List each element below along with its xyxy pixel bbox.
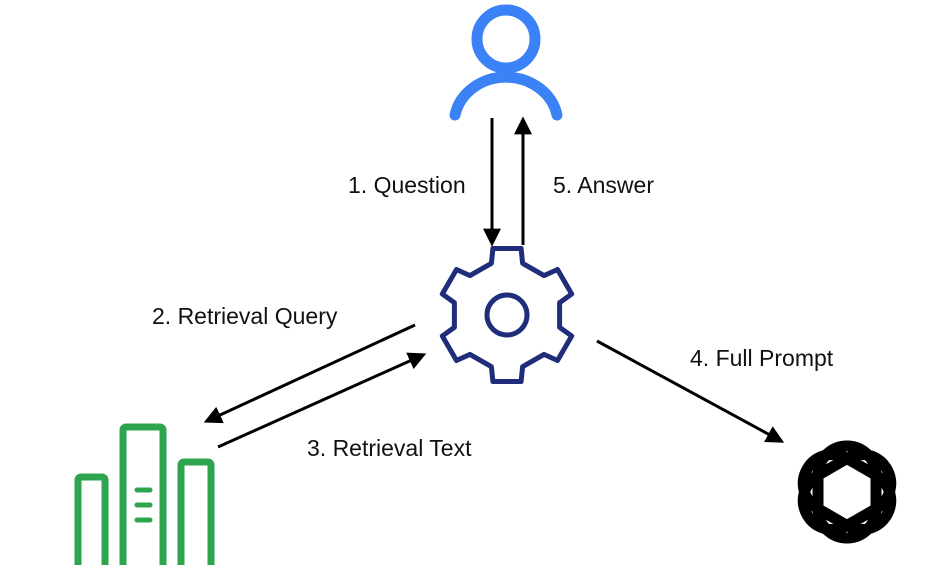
retrieval-text-arrow xyxy=(217,352,427,449)
database-bars-icon xyxy=(74,423,215,565)
retrieval-text-label: 3. Retrieval Text xyxy=(307,435,472,461)
retrieval-query-label: 2. Retrieval Query xyxy=(152,303,338,329)
question-label: 1. Question xyxy=(348,172,466,198)
full-prompt-label: 4. Full Prompt xyxy=(690,345,834,371)
retrieval-query-arrow xyxy=(203,323,416,424)
answer-label: 5. Answer xyxy=(553,172,654,198)
openai-logo-icon xyxy=(797,440,897,544)
user-icon xyxy=(449,4,563,121)
full-prompt-arrow xyxy=(596,339,785,443)
gear-icon xyxy=(439,246,575,384)
